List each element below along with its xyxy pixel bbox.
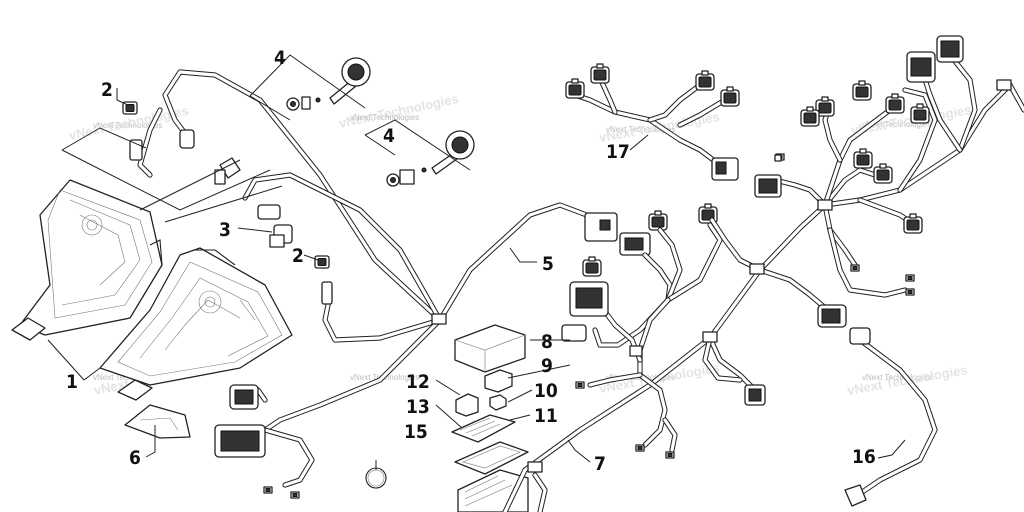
fuse-panel-13[interactable] [451, 414, 516, 443]
callout-2: 2 [101, 79, 113, 101]
relay-box-cover[interactable] [454, 324, 526, 373]
part-6-gasket[interactable] [124, 404, 191, 439]
callout-12: 12 [406, 371, 430, 393]
callout-15: 15 [404, 421, 428, 443]
bulb-socket-lower[interactable] [257, 204, 333, 305]
bulb-socket-upper[interactable] [122, 101, 241, 185]
watermark: vNext Technologies [338, 91, 460, 131]
callout-8: 8 [541, 331, 553, 353]
callout-11: 11 [534, 405, 558, 427]
watermark: vNext Technologies [93, 121, 162, 130]
watermark: vNext Technologies [862, 120, 931, 129]
callout-1: 1 [66, 371, 78, 393]
callout-4: 4 [383, 125, 395, 147]
main-harness[interactable] [502, 82, 1013, 512]
callout-4: 4 [274, 47, 286, 69]
callout-2: 2 [292, 245, 304, 267]
callout-17: 17 [606, 141, 630, 163]
adjuster-lower[interactable] [386, 130, 475, 187]
adjuster-upper[interactable] [286, 57, 371, 111]
gasket-11[interactable] [454, 441, 529, 475]
callout-13: 13 [406, 396, 430, 418]
clip-15[interactable] [365, 467, 387, 489]
fuse-10[interactable] [489, 394, 507, 411]
callouts: 1 2 2 3 4 4 5 6 7 8 9 10 11 12 13 15 16 … [66, 47, 876, 475]
callout-9: 9 [541, 355, 553, 377]
callout-6: 6 [129, 447, 141, 469]
callout-16: 16 [852, 446, 876, 468]
harness-16[interactable] [844, 327, 938, 507]
leader-lines [47, 54, 906, 470]
headlight-right[interactable] [99, 247, 293, 401]
watermark: vNext Technologies [606, 125, 675, 134]
watermark: vNext Technologies [862, 373, 931, 382]
callout-5: 5 [542, 253, 554, 275]
harness-17[interactable] [565, 63, 740, 181]
relay-9[interactable] [484, 369, 513, 393]
headlight-left[interactable] [11, 179, 163, 341]
relay-12[interactable] [455, 393, 479, 417]
right-harness[interactable] [754, 35, 1024, 298]
callout-3: 3 [219, 219, 231, 241]
callout-7: 7 [594, 453, 606, 475]
callout-10: 10 [534, 380, 558, 402]
watermark: vNext Technologies [350, 113, 419, 122]
